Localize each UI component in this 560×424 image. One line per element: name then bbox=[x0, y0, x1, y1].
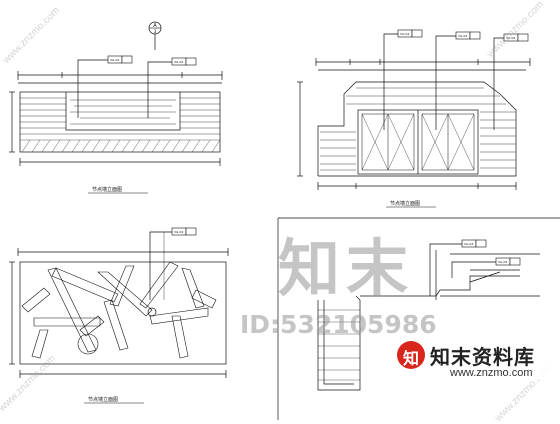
material-tags bbox=[107, 29, 529, 266]
elevation-bottom-left bbox=[9, 231, 229, 378]
brand-url: www.znzmo.com bbox=[450, 367, 533, 379]
elevation-top-right bbox=[297, 33, 531, 190]
section-marker-number: 3 bbox=[154, 29, 157, 34]
tag-br-1: VG-04 bbox=[464, 242, 473, 246]
elevation-top-left bbox=[9, 33, 223, 166]
watermark-id: ID:532105986 bbox=[240, 310, 437, 339]
section-bottom-right bbox=[277, 217, 560, 420]
brand-logo-icon: 知 bbox=[397, 341, 425, 369]
watermark-big-text: 知末 bbox=[278, 232, 415, 305]
tag-br-2: VG-04 bbox=[498, 260, 507, 264]
section-marker-letter: A bbox=[153, 23, 157, 29]
brand-name: 知末资料库 bbox=[430, 345, 535, 369]
section-marker: A 3 bbox=[148, 21, 162, 35]
tag-tl-2: VG-04 bbox=[174, 60, 183, 64]
caption-top-right: 节点墙立面图 bbox=[390, 201, 421, 207]
tag-bl-1: VG-04 bbox=[174, 230, 183, 234]
tag-tr-3: VG-04 bbox=[506, 36, 515, 40]
tag-tr-1: VG-04 bbox=[400, 32, 409, 36]
caption-top-left: 节点墙立面图 bbox=[92, 187, 123, 193]
tag-tl-1: VG-04 bbox=[110, 58, 119, 62]
brand-logo-text: 知 bbox=[402, 349, 419, 368]
caption-bottom-left: 节点墙立面图 bbox=[88, 397, 119, 403]
tag-tr-2: VG-04 bbox=[458, 34, 467, 38]
